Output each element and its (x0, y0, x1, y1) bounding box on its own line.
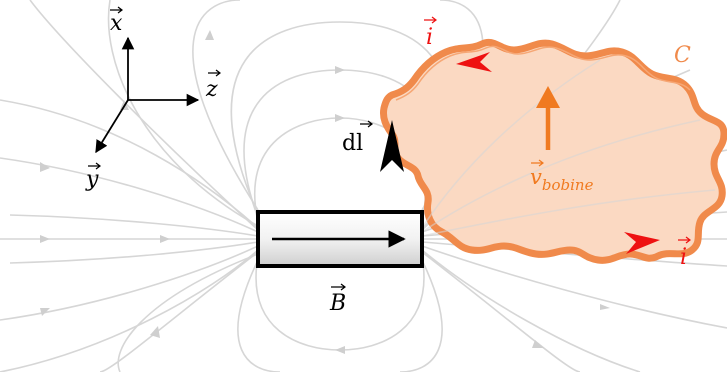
field-arrow (335, 346, 345, 354)
x-axis-label: x (110, 11, 123, 36)
field-arrow (532, 340, 544, 348)
field-line (99, 251, 259, 372)
i-top-vector-arrow-mark (424, 16, 437, 24)
field-line (421, 119, 701, 233)
magnet (256, 210, 424, 268)
y-axis-label: y (85, 167, 99, 192)
coil (380, 38, 727, 264)
z-vector-arrow-mark (208, 69, 221, 77)
field-line (421, 59, 601, 229)
field-arrow (205, 30, 214, 40)
current-arrow-top (456, 52, 492, 72)
field-arrow (600, 304, 610, 310)
coordinate-axes (95, 36, 200, 154)
current-label-top: i (426, 25, 433, 50)
dl-arrow (380, 120, 404, 172)
current-label-bottom: i (680, 245, 687, 270)
x-vector-arrow-mark (110, 6, 123, 14)
field-arrow (40, 235, 50, 243)
field-line (0, 245, 259, 321)
field-line (421, 245, 727, 329)
field-line (421, 249, 641, 372)
velocity-symbol: v (530, 165, 542, 189)
field-arrow (335, 114, 345, 122)
field-line (29, 0, 259, 231)
field-line (421, 251, 581, 372)
velocity-arrow (536, 86, 560, 150)
dl-vector-arrow-mark (360, 120, 373, 128)
field-line (0, 157, 259, 233)
contour-label: C (674, 43, 691, 68)
dl-label: dl (342, 131, 363, 156)
field-line (237, 259, 281, 372)
y-vector-arrow-mark (88, 162, 101, 170)
field-arrow (160, 235, 170, 243)
coil-contour-inner (395, 45, 691, 101)
i-bottom-vector-arrow-mark (678, 236, 691, 244)
velocity-subscript: bobine (542, 176, 594, 194)
field-line (192, 0, 259, 211)
field-line (117, 253, 259, 372)
y-axis (95, 99, 129, 154)
field-arrow (150, 326, 160, 338)
z-axis-label: z (205, 77, 218, 102)
current-arrow-bottom (624, 232, 660, 254)
b-vector-arrow-mark (331, 283, 346, 291)
field-arrow (40, 162, 50, 172)
field-line (107, 0, 259, 227)
field-line (399, 259, 443, 372)
field-line (9, 214, 259, 237)
field-line (0, 249, 259, 372)
magnetic-field-label: B (329, 291, 346, 316)
velocity-label: vbobine (530, 165, 594, 194)
field-line (9, 241, 259, 264)
field-lines-through-coil (421, 59, 716, 237)
v-vector-arrow-mark (531, 159, 544, 167)
field-arrow (40, 308, 50, 316)
coil-contour (380, 38, 727, 264)
field-arrow (335, 66, 345, 74)
field-line (421, 189, 716, 237)
